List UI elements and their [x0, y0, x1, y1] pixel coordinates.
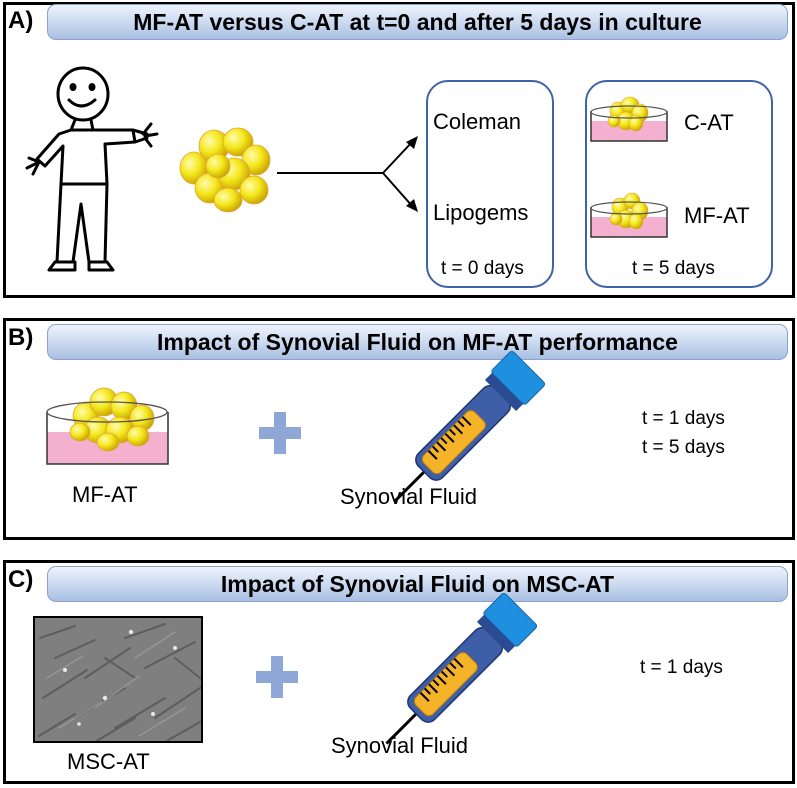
syringe-icon	[393, 350, 546, 503]
fat-tissue-cluster	[179, 127, 271, 213]
split-arrow	[277, 136, 418, 212]
mf-at-label: MF-AT	[684, 203, 750, 228]
method-coleman: Coleman	[433, 109, 522, 134]
person-icon	[25, 66, 159, 272]
time-5-label: t = 5 days	[632, 258, 715, 279]
plus-icon	[259, 412, 301, 454]
panel-a	[3, 2, 795, 298]
method-lipogems: Lipogems	[433, 200, 529, 225]
time-0-label: t = 0 days	[441, 258, 524, 279]
panel-a-title: MF-AT versus C-AT at t=0 and after 5 day…	[47, 4, 788, 40]
panel-b-title: Impact of Synovial Fluid on MF-AT perfor…	[47, 324, 788, 360]
culture-dish-mf-at	[590, 192, 668, 238]
time-1-label-b: t = 1 days	[642, 408, 725, 429]
time-5-label-b: t = 5 days	[642, 437, 725, 458]
panel-c-label: C)	[8, 566, 34, 593]
panel-c-title: Impact of Synovial Fluid on MSC-AT	[47, 566, 788, 602]
panel-b-label: B)	[8, 324, 34, 351]
culture-dish-c-at	[590, 96, 668, 142]
plus-icon	[256, 656, 298, 698]
panel-a-label: A)	[8, 7, 34, 34]
microscopy-image	[33, 616, 203, 743]
c-at-label: C-AT	[684, 110, 734, 135]
time-1-label-c: t = 1 days	[640, 657, 723, 678]
mf-at-dish-label: MF-AT	[72, 482, 138, 507]
culture-dish-large	[46, 387, 169, 465]
syringe-icon	[385, 592, 538, 745]
t5-box	[585, 80, 773, 288]
synovial-fluid-label-c: Synovial Fluid	[331, 733, 468, 758]
msc-at-label: MSC-AT	[67, 749, 150, 774]
synovial-fluid-label-b: Synovial Fluid	[340, 484, 477, 509]
t0-box	[426, 80, 554, 288]
